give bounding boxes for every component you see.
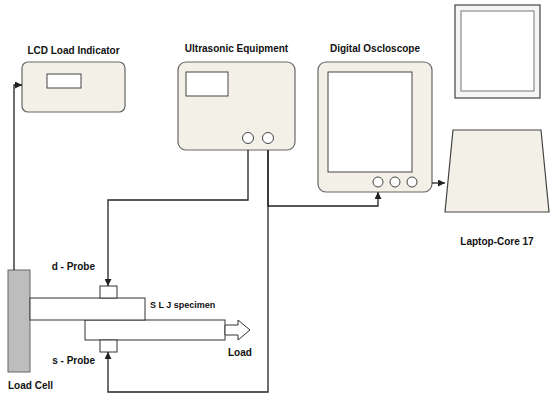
node-label: s - Probe xyxy=(52,355,95,366)
knob xyxy=(407,177,417,187)
load-label: Load xyxy=(228,347,252,358)
s-probe: s - Probe xyxy=(100,340,117,352)
indicator-housing xyxy=(22,62,125,112)
node-label: LCD Load Indicator xyxy=(27,45,119,56)
node-label: Laptop-Core 17 xyxy=(460,236,533,247)
d-probe: d - Probe xyxy=(100,286,117,298)
load-arrow xyxy=(225,320,250,340)
node-label: Load Cell xyxy=(8,380,53,391)
signal-wire xyxy=(108,150,268,392)
lcd-indicator: LCD Load Indicator xyxy=(22,62,125,112)
slj-specimen: S L J specimen xyxy=(30,298,225,340)
ultrasonic-unit: Ultrasonic Equipment xyxy=(178,62,295,150)
signal-wire xyxy=(268,150,378,206)
lower-adherend xyxy=(85,320,225,340)
laptop: Laptop-Core 17 xyxy=(445,5,549,212)
laptop-base xyxy=(445,130,549,212)
connector-socket xyxy=(263,133,274,144)
load-cell-block xyxy=(8,270,30,372)
monitor-screen xyxy=(461,11,534,91)
monitor xyxy=(455,5,540,98)
oscilloscope: Digital Oscloscope xyxy=(318,62,432,192)
knob xyxy=(373,177,383,187)
upper-adherend xyxy=(30,298,145,320)
signal-wire xyxy=(14,85,22,270)
signal-wire xyxy=(108,150,248,286)
ultrasonic-screen xyxy=(186,72,228,96)
probe-transducer xyxy=(100,286,117,298)
probe-transducer xyxy=(100,340,117,352)
node-label: S L J specimen xyxy=(150,301,215,311)
ultrasonic-housing xyxy=(178,62,295,150)
load-cell: Load Cell xyxy=(8,270,30,372)
oscilloscope-screen xyxy=(328,72,412,172)
node-label: Digital Oscloscope xyxy=(330,43,420,54)
connector-socket xyxy=(243,133,254,144)
node-label: Ultrasonic Equipment xyxy=(185,43,288,54)
lcd-display xyxy=(47,74,81,88)
signal-wire xyxy=(432,182,445,183)
oscilloscope-housing xyxy=(318,62,432,192)
knob xyxy=(390,177,400,187)
node-label: d - Probe xyxy=(52,261,95,272)
